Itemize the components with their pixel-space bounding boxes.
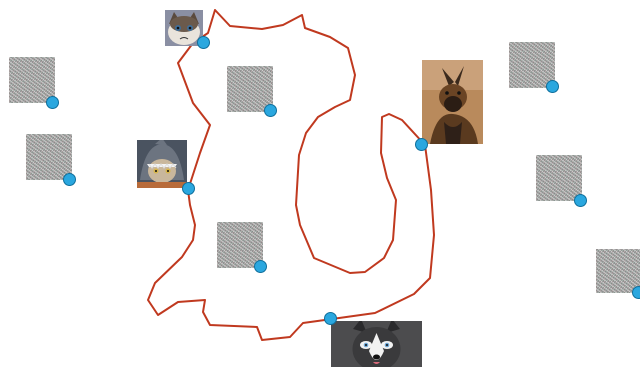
drag-handle[interactable] — [415, 138, 428, 151]
drag-handle[interactable] — [574, 194, 587, 207]
drag-handle[interactable] — [63, 173, 76, 186]
drag-handle[interactable] — [197, 36, 210, 49]
image-item[interactable] — [9, 57, 55, 103]
drag-handle[interactable] — [264, 104, 277, 117]
husky-photo — [331, 321, 422, 367]
image-item[interactable] — [227, 66, 273, 112]
image-item[interactable] — [509, 42, 555, 88]
cat-in-shark-hood-photo — [137, 140, 187, 188]
image-item[interactable] — [331, 321, 422, 367]
drag-handle[interactable] — [546, 80, 559, 93]
drag-handle[interactable] — [46, 96, 59, 109]
image-item[interactable] — [165, 10, 203, 46]
image-item[interactable] — [137, 140, 187, 188]
drag-handle[interactable] — [324, 312, 337, 325]
drag-handle[interactable] — [182, 182, 195, 195]
image-item[interactable] — [536, 155, 582, 201]
noise-placeholder — [536, 155, 582, 201]
image-item[interactable] — [422, 60, 483, 144]
image-item[interactable] — [26, 134, 72, 180]
drag-handle[interactable] — [254, 260, 267, 273]
german-shepherd-photo — [422, 60, 483, 144]
drag-handle[interactable] — [632, 286, 640, 299]
image-item[interactable] — [217, 222, 263, 268]
image-item[interactable] — [596, 249, 640, 293]
noise-placeholder — [596, 249, 640, 293]
